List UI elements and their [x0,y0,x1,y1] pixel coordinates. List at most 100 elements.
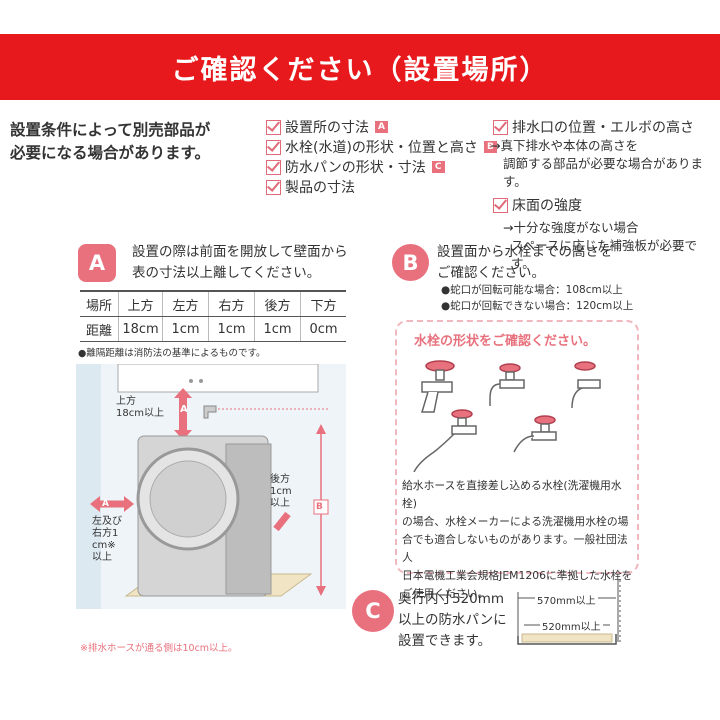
faucet-icon-3 [571,361,601,409]
section-a-note: ●離隔距離は消防法の基準によるものです。 [78,348,266,359]
table-cell: 18cm [118,316,163,342]
drain-note-2: 調節する部品が必要な場合があります。 [503,156,704,189]
checkbox-icon [493,119,508,135]
check-item-drain: 排水口の位置・エルボの高さ [493,117,720,137]
arrow-label-a-side: A [102,499,109,509]
side-label-line-1: 左及び [92,516,122,527]
section-a-line-2: 表の寸法以上離してください。 [132,265,321,281]
check-item-faucet: 水栓(水道)の形状・位置と高さ B [266,137,497,157]
diagram-note: ※排水ホースが通る側は10cm以上。 [80,643,238,654]
top-label-line-2: 18cm以上 [116,408,164,419]
check-item-size: 設置所の寸法 A [266,117,497,137]
table-cell: 1cm [254,316,301,342]
pan-dimension-diagram [517,580,621,645]
side-clearance-label: 左及び 右方1 cm※ 以上 [92,516,122,564]
floor-note-2: スペースに応じた補強板が必要です。 [511,238,698,271]
badge-c: C [352,590,394,632]
table-header: 下方 [300,290,346,317]
section-c-line-1: 奥行内寸520mm [398,591,505,607]
checkbox-icon [266,159,281,175]
check-item-pan: 防水パンの形状・寸法 C [266,157,497,177]
faucet-text-line: の場合、水栓メーカーによる洗濯機用水栓の場 [402,515,629,528]
side-label-line-4: 以上 [92,552,112,563]
faucet-text: 給水ホースを直接差し込める水栓(洗濯機用水栓) の場合、水栓メーカーによる洗濯機… [402,477,634,603]
check-label: 床面の強度 [512,198,582,214]
back-label-line-3: 以上 [270,498,290,509]
check-item-floor: 床面の強度 [493,195,720,215]
table-cell: 1cm [162,316,209,342]
faucet-icon-4 [413,409,477,472]
arrow-label-a-top: A [180,404,188,415]
tag-b: B [483,141,497,153]
table-cell: 距離 [80,316,119,342]
wall-cabinet [117,364,319,393]
faucet-illustrations [413,360,601,472]
intro-line-2: 必要になる場合があります。 [10,144,210,162]
intro-text: 設置条件によって別売部品が 必要になる場合があります。 [10,119,260,165]
drain-note-1: →真下排水や本体の高さを [490,138,638,153]
faucet-text-line: ご使用ください。 [402,587,489,600]
dim-outer-label: 570mm以上 [535,592,598,607]
badge-a: A [78,244,116,282]
checkbox-icon [493,197,508,213]
checklist-right: 排水口の位置・エルボの高さ →真下排水や本体の高さを 調節する部品が必要な場合が… [490,117,720,273]
back-label-line-1: 後方 [270,474,290,485]
distance-table: 場所 上方 左方 右方 後方 下方 距離 18cm 1cm 1cm 1cm 0c… [80,290,346,342]
floor-note-1: →十分な強度がない場合 [503,220,639,235]
tag-a: A [375,121,388,133]
check-item-product: 製品の寸法 [266,177,497,197]
section-b-line-1: 設置面から水栓までの高さを [437,244,613,260]
section-c-line-2: 以上の防水パンに [398,612,507,628]
dim-inner-label: 520mm以上 [540,618,603,633]
side-label-line-3: cm※ [92,540,116,551]
back-label-line-2: 1cm [270,486,292,497]
side-label-line-2: 右方1 [92,528,119,539]
table-header: 上方 [118,290,163,317]
check-label: 設置所の寸法 [285,120,369,136]
section-b-bullets: ●蛇口が回転可能な場合：108cm以上 ●蛇口が回転できない場合：120cm以上 [441,282,633,314]
checkbox-icon [266,139,281,155]
page-title-banner: ご確認ください（設置場所） [0,34,720,100]
section-a-line-1: 設置の際は前面を開放して壁面から [132,244,348,260]
arrow-label-b: B [316,502,323,512]
checkbox-icon [266,179,281,195]
top-clearance-label: 上方 18cm以上 [116,396,164,420]
badge-b: B [392,244,429,281]
side-wall [76,364,101,609]
back-clearance-label: 後方 1cm 以上 [270,474,292,510]
table-cell: 1cm [208,316,255,342]
installation-illustration [76,364,346,609]
faucet-text-line: 給水ホースを直接差し込める水栓(洗濯機用水栓) [402,479,622,510]
check-label: 製品の寸法 [285,180,355,196]
top-label-line-1: 上方 [116,396,136,407]
back-clearance-arrow [273,511,291,532]
page-title: ご確認ください（設置場所） [171,54,549,86]
faucet-title: 水栓の形状をご確認ください。 [414,334,597,349]
table-cell: 0cm [300,316,346,342]
intro-line-1: 設置条件によって別売部品が [10,121,211,139]
faucet-icon-5 [513,415,557,453]
check-label: 水栓(水道)の形状・位置と高さ [285,140,478,156]
section-b-line-2: ご確認ください。 [437,265,545,281]
faucet-icon-1 [420,360,455,413]
check-label: 排水口の位置・エルボの高さ [512,120,694,136]
section-a-text: 設置の際は前面を開放して壁面から 表の寸法以上離してください。 [132,242,348,284]
section-b-text: 設置面から水栓までの高さを ご確認ください。 [437,242,613,284]
section-b-bullet-1: ●蛇口が回転可能な場合：108cm以上 [441,284,623,296]
faucet-text-line: 日本電機工業会規格JEM1206に準拠した水栓を [402,569,633,582]
section-c-text: 奥行内寸520mm 以上の防水パンに 設置できます。 [398,589,507,652]
table-header: 後方 [254,290,301,317]
table-header: 左方 [162,290,209,317]
faucet-info-box [395,320,639,574]
tag-c: C [431,161,445,173]
faucet-text-line: 合でも適合しないものがあります。一般社団法人 [402,533,628,564]
table-header: 右方 [208,290,255,317]
section-c-line-3: 設置できます。 [398,633,492,649]
faucet-icon-2 [489,363,525,406]
section-b-bullet-2: ●蛇口が回転できない場合：120cm以上 [441,300,634,312]
wall-faucet-icon [203,405,217,419]
table-header: 場所 [80,290,119,317]
checkbox-icon [266,119,281,135]
checklist-left: 設置所の寸法 A 水栓(水道)の形状・位置と高さ B 防水パンの形状・寸法 C 製品の… [266,117,497,197]
check-label: 防水パンの形状・寸法 [285,160,426,176]
